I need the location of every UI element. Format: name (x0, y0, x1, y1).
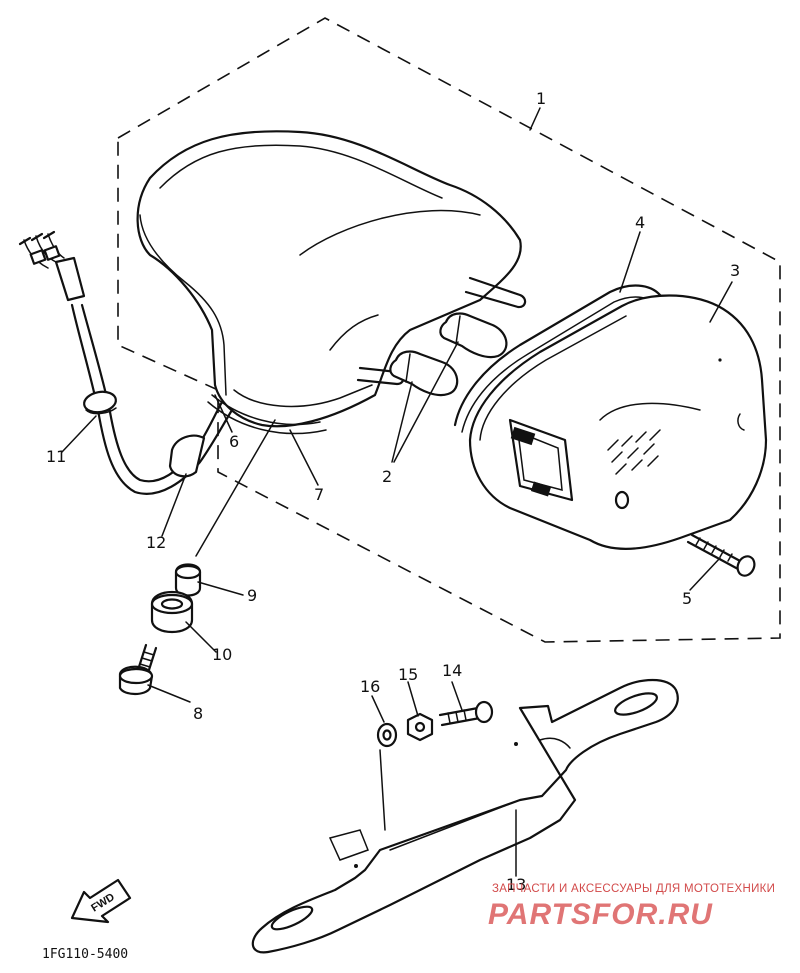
callout-5: 5 (682, 589, 692, 608)
callout-11: 11 (46, 447, 66, 466)
license-bracket (251, 679, 679, 954)
callout-12: 12 (146, 533, 166, 552)
diagram-code: 1FG110-5400 (42, 947, 128, 962)
damper-10 (150, 591, 194, 633)
tail-light-lens (468, 294, 768, 550)
bolt-14 (438, 700, 494, 727)
callout-16: 16 (360, 677, 380, 696)
tail-light-base (136, 130, 527, 435)
callout-7: 7 (314, 485, 324, 504)
watermark-tagline: ЗАПЧАСТИ И АКСЕССУАРЫ ДЛЯ МОТОТЕХНИКИ (492, 883, 775, 895)
callout-1: 1 (536, 89, 546, 108)
watermark-brand: PARTSFOR.RU (488, 898, 713, 931)
leader-lines (61, 107, 733, 877)
callout-13: 13 (506, 875, 526, 894)
lens-screw (686, 533, 756, 577)
collar-9 (174, 563, 202, 597)
watermark: ЗАПЧАСТИ И АКСЕССУАРЫ ДЛЯ МОТОТЕХНИКИ PA… (488, 883, 775, 931)
bulb-upper (439, 312, 508, 359)
callout-8: 8 (193, 704, 203, 723)
bolt-8 (118, 643, 158, 696)
wire-harness (18, 230, 234, 495)
callout-3: 3 (730, 261, 740, 280)
washer-16 (376, 722, 398, 748)
callout-labels: 1 2 3 4 5 6 7 8 9 10 11 12 13 14 15 16 (46, 89, 740, 894)
bulb-lower (389, 350, 459, 397)
callout-4: 4 (635, 213, 645, 232)
lens-gasket (453, 284, 678, 427)
callout-15: 15 (398, 665, 418, 684)
assembly-boundary (117, 17, 781, 643)
forward-direction-arrow: FWD (70, 878, 132, 924)
nut-15 (406, 712, 434, 742)
callout-10: 10 (212, 645, 232, 664)
callout-6: 6 (229, 432, 239, 451)
callout-14: 14 (442, 661, 462, 680)
callout-9: 9 (247, 586, 257, 605)
callout-2: 2 (382, 467, 392, 486)
